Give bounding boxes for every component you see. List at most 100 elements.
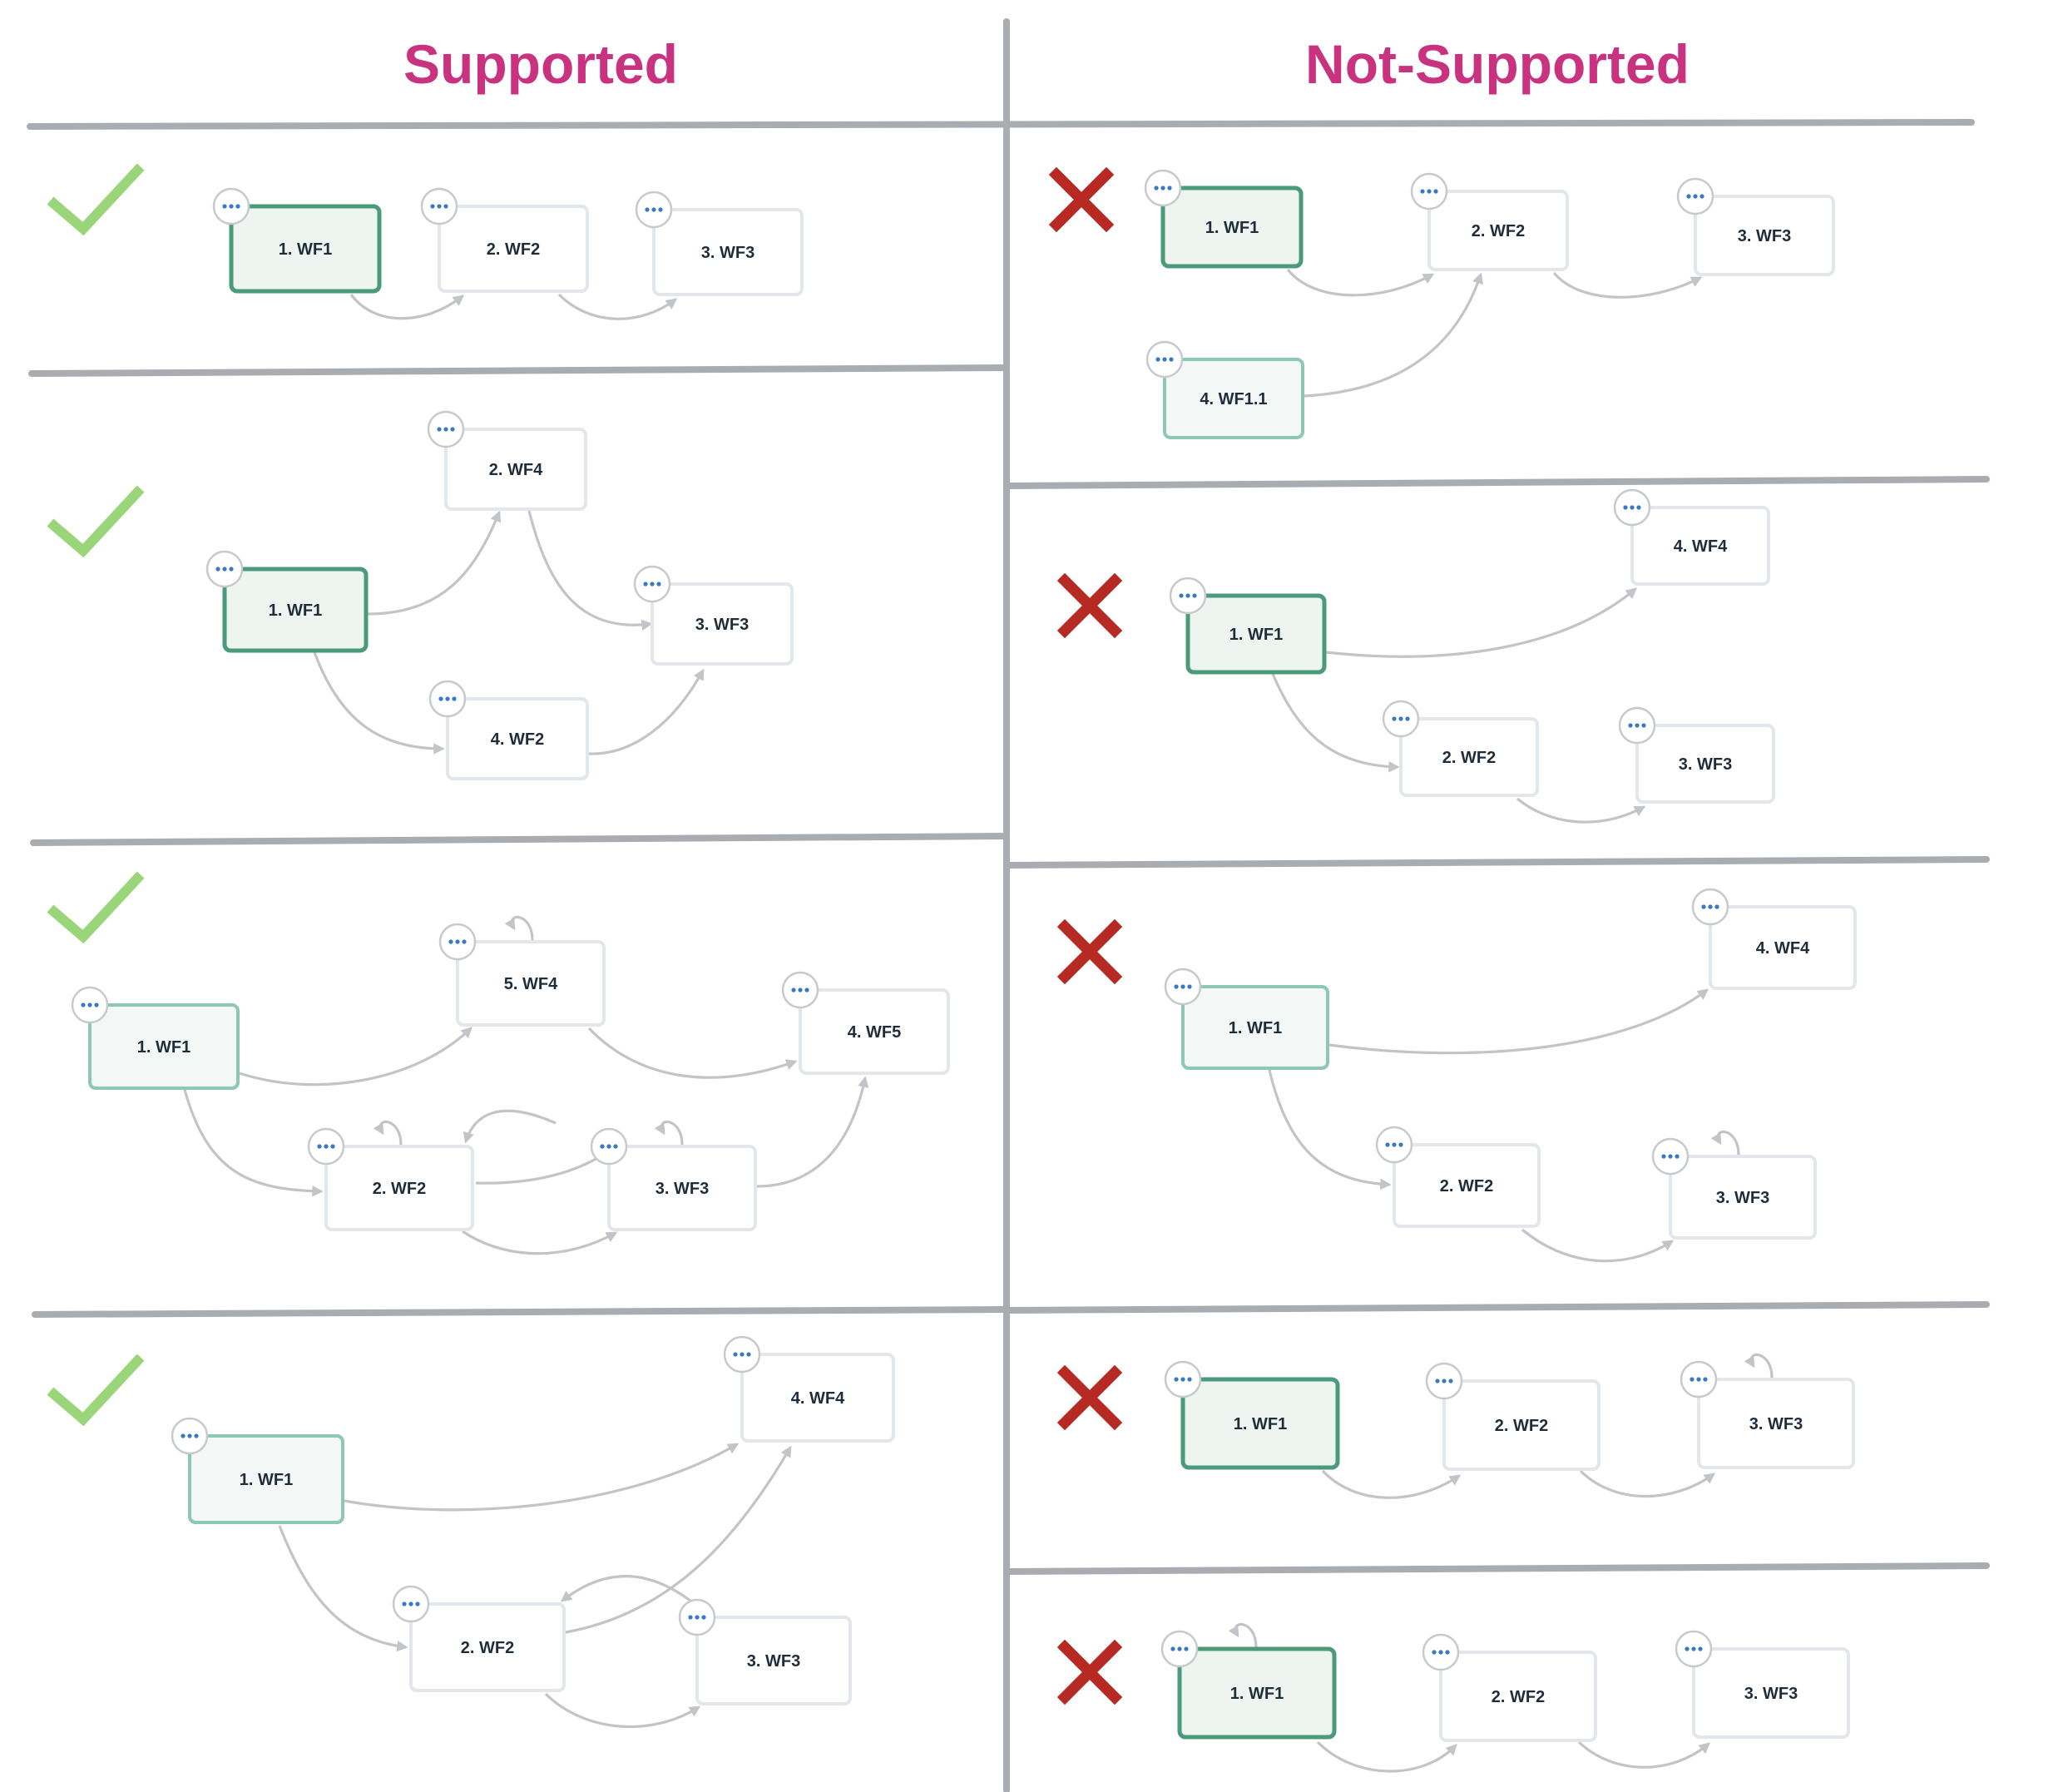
not-supported-header: Not-Supported xyxy=(1305,33,1690,95)
workflow-node-label: 3. WF3 xyxy=(701,244,754,262)
workflow-node-2-wf2[interactable]: 2. WF2 xyxy=(307,1127,474,1231)
workflow-node-1-wf1[interactable]: 1. WF1 xyxy=(1164,1360,1340,1470)
flow-arrow xyxy=(1268,1069,1392,1191)
more-options-icon[interactable] xyxy=(1410,172,1448,210)
workflow-node-2-wf2[interactable]: 2. WF2 xyxy=(1375,1126,1541,1228)
workflow-node-label: 2. WF2 xyxy=(1442,749,1496,767)
right-divider-1 xyxy=(1007,476,1990,489)
flow-arrow xyxy=(349,294,465,320)
more-options-icon[interactable] xyxy=(781,971,819,1009)
more-options-icon[interactable] xyxy=(392,1585,430,1623)
more-options-icon[interactable] xyxy=(1680,1360,1718,1398)
more-options-icon[interactable] xyxy=(1618,706,1656,745)
workflow-node-label: 1. WF1 xyxy=(137,1038,190,1057)
header-divider xyxy=(27,119,1975,130)
workflow-node-3-wf3[interactable]: 3. WF3 xyxy=(1680,1360,1855,1469)
more-options-icon[interactable] xyxy=(1691,888,1729,926)
workflow-node-3-wf3[interactable]: 3. WF3 xyxy=(633,565,794,666)
workflow-node-label: 4. WF1.1 xyxy=(1200,390,1267,408)
more-options-icon[interactable] xyxy=(428,680,467,718)
workflow-node-label: 3. WF3 xyxy=(1679,755,1732,774)
more-options-icon[interactable] xyxy=(1422,1633,1460,1671)
more-options-icon[interactable] xyxy=(1425,1362,1463,1400)
more-options-icon[interactable] xyxy=(1145,340,1184,379)
more-options-icon[interactable] xyxy=(1675,1630,1713,1668)
workflow-node-4-wf4[interactable]: 4. WF4 xyxy=(723,1335,895,1443)
more-options-icon[interactable] xyxy=(1676,177,1714,215)
workflow-node-1-wf1[interactable]: 1. WF1 xyxy=(1169,577,1327,675)
flow-arrow xyxy=(1577,1740,1711,1769)
workflow-node-4-wf5[interactable]: 4. WF5 xyxy=(781,971,950,1075)
workflow-node-2-wf2[interactable]: 2. WF2 xyxy=(420,187,589,293)
workflow-node-4-wf2[interactable]: 4. WF2 xyxy=(428,680,589,780)
workflow-node-1-wf1[interactable]: 1. WF1 xyxy=(205,550,369,653)
flow-arrow xyxy=(565,1445,792,1634)
workflow-node-1-wf1[interactable]: 1. WF1 xyxy=(71,986,240,1090)
more-options-icon[interactable] xyxy=(212,187,250,225)
workflow-node-1-wf1[interactable]: 1. WF1 xyxy=(1160,1630,1337,1740)
workflow-node-3-wf3[interactable]: 3. WF3 xyxy=(635,191,804,296)
workflow-node-label: 1. WF1 xyxy=(240,1471,293,1489)
workflow-node-3-wf3[interactable]: 3. WF3 xyxy=(590,1127,757,1231)
more-options-icon[interactable] xyxy=(420,187,458,225)
workflow-node-label: 3. WF3 xyxy=(1738,227,1791,245)
workflow-node-2-wf2[interactable]: 2. WF2 xyxy=(392,1585,566,1692)
flow-arrow xyxy=(527,510,653,631)
more-options-icon[interactable] xyxy=(1144,169,1182,207)
flow-arrow xyxy=(1316,1740,1457,1773)
workflow-node-4-wf4[interactable]: 4. WF4 xyxy=(1613,488,1770,586)
workflow-node-label: 3. WF3 xyxy=(1716,1189,1769,1207)
more-options-icon[interactable] xyxy=(1160,1630,1199,1668)
workflow-node-4-wf4[interactable]: 4. WF4 xyxy=(1691,888,1857,990)
workflow-node-3-wf3[interactable]: 3. WF3 xyxy=(678,1598,852,1705)
more-options-icon[interactable] xyxy=(1375,1126,1413,1164)
workflow-node-label: 4. WF5 xyxy=(848,1023,901,1042)
workflow-node-3-wf3[interactable]: 3. WF3 xyxy=(1675,1630,1850,1739)
workflow-node-1-wf1[interactable]: 1. WF1 xyxy=(1144,169,1304,269)
workflow-node-1-wf1[interactable]: 1. WF1 xyxy=(1164,968,1329,1070)
more-options-icon[interactable] xyxy=(71,986,109,1024)
self-loop-arrow xyxy=(504,915,534,941)
more-options-icon[interactable] xyxy=(1169,577,1207,615)
more-options-icon[interactable] xyxy=(307,1127,345,1166)
flow-arrow xyxy=(557,293,678,320)
more-options-icon[interactable] xyxy=(590,1127,628,1166)
more-options-icon[interactable] xyxy=(1651,1137,1690,1176)
workflow-node-label: 3. WF3 xyxy=(747,1652,800,1671)
more-options-icon[interactable] xyxy=(633,565,671,603)
workflow-node-5-wf4[interactable]: 5. WF4 xyxy=(438,923,606,1027)
workflow-node-2-wf2[interactable]: 2. WF2 xyxy=(1410,172,1569,271)
more-options-icon[interactable] xyxy=(427,410,465,448)
workflow-node-2-wf2[interactable]: 2. WF2 xyxy=(1422,1633,1597,1742)
workflow-node-3-wf3[interactable]: 3. WF3 xyxy=(1651,1137,1817,1240)
more-options-icon[interactable] xyxy=(723,1335,761,1374)
more-options-icon[interactable] xyxy=(1164,968,1202,1006)
more-options-icon[interactable] xyxy=(1613,488,1651,527)
workflow-node-2-wf4[interactable]: 2. WF4 xyxy=(427,410,587,511)
cross-icon xyxy=(1056,1364,1123,1431)
flow-arrow xyxy=(344,1443,740,1512)
workflow-node-1-wf1[interactable]: 1. WF1 xyxy=(171,1417,344,1524)
more-options-icon[interactable] xyxy=(171,1417,209,1455)
more-options-icon[interactable] xyxy=(678,1598,716,1636)
panel-2-supported: 1. WF1 2. WF4 3. WF3 4. WF2 xyxy=(47,410,794,780)
workflow-node-label: 4. WF2 xyxy=(491,730,544,749)
more-options-icon[interactable] xyxy=(1382,700,1420,738)
workflow-node-3-wf3[interactable]: 3. WF3 xyxy=(1618,706,1775,804)
more-options-icon[interactable] xyxy=(1164,1360,1202,1398)
more-options-icon[interactable] xyxy=(205,550,244,588)
workflow-node-3-wf3[interactable]: 3. WF3 xyxy=(1676,177,1835,276)
more-options-icon[interactable] xyxy=(635,191,673,229)
workflow-node-4-wf1-1[interactable]: 4. WF1.1 xyxy=(1145,340,1304,439)
workflow-node-1-wf1[interactable]: 1. WF1 xyxy=(212,187,382,294)
more-options-icon[interactable] xyxy=(438,923,477,961)
flow-arrow xyxy=(463,1109,557,1144)
left-divider-2 xyxy=(30,833,1008,846)
workflow-node-2-wf2[interactable]: 2. WF2 xyxy=(1425,1362,1600,1471)
workflow-node-label: 2. WF2 xyxy=(461,1639,514,1657)
workflow-node-2-wf2[interactable]: 2. WF2 xyxy=(1382,700,1539,797)
self-loop-arrow xyxy=(373,1120,403,1146)
left-divider-1 xyxy=(28,364,1008,377)
workflow-node-label: 3. WF3 xyxy=(1749,1415,1803,1433)
